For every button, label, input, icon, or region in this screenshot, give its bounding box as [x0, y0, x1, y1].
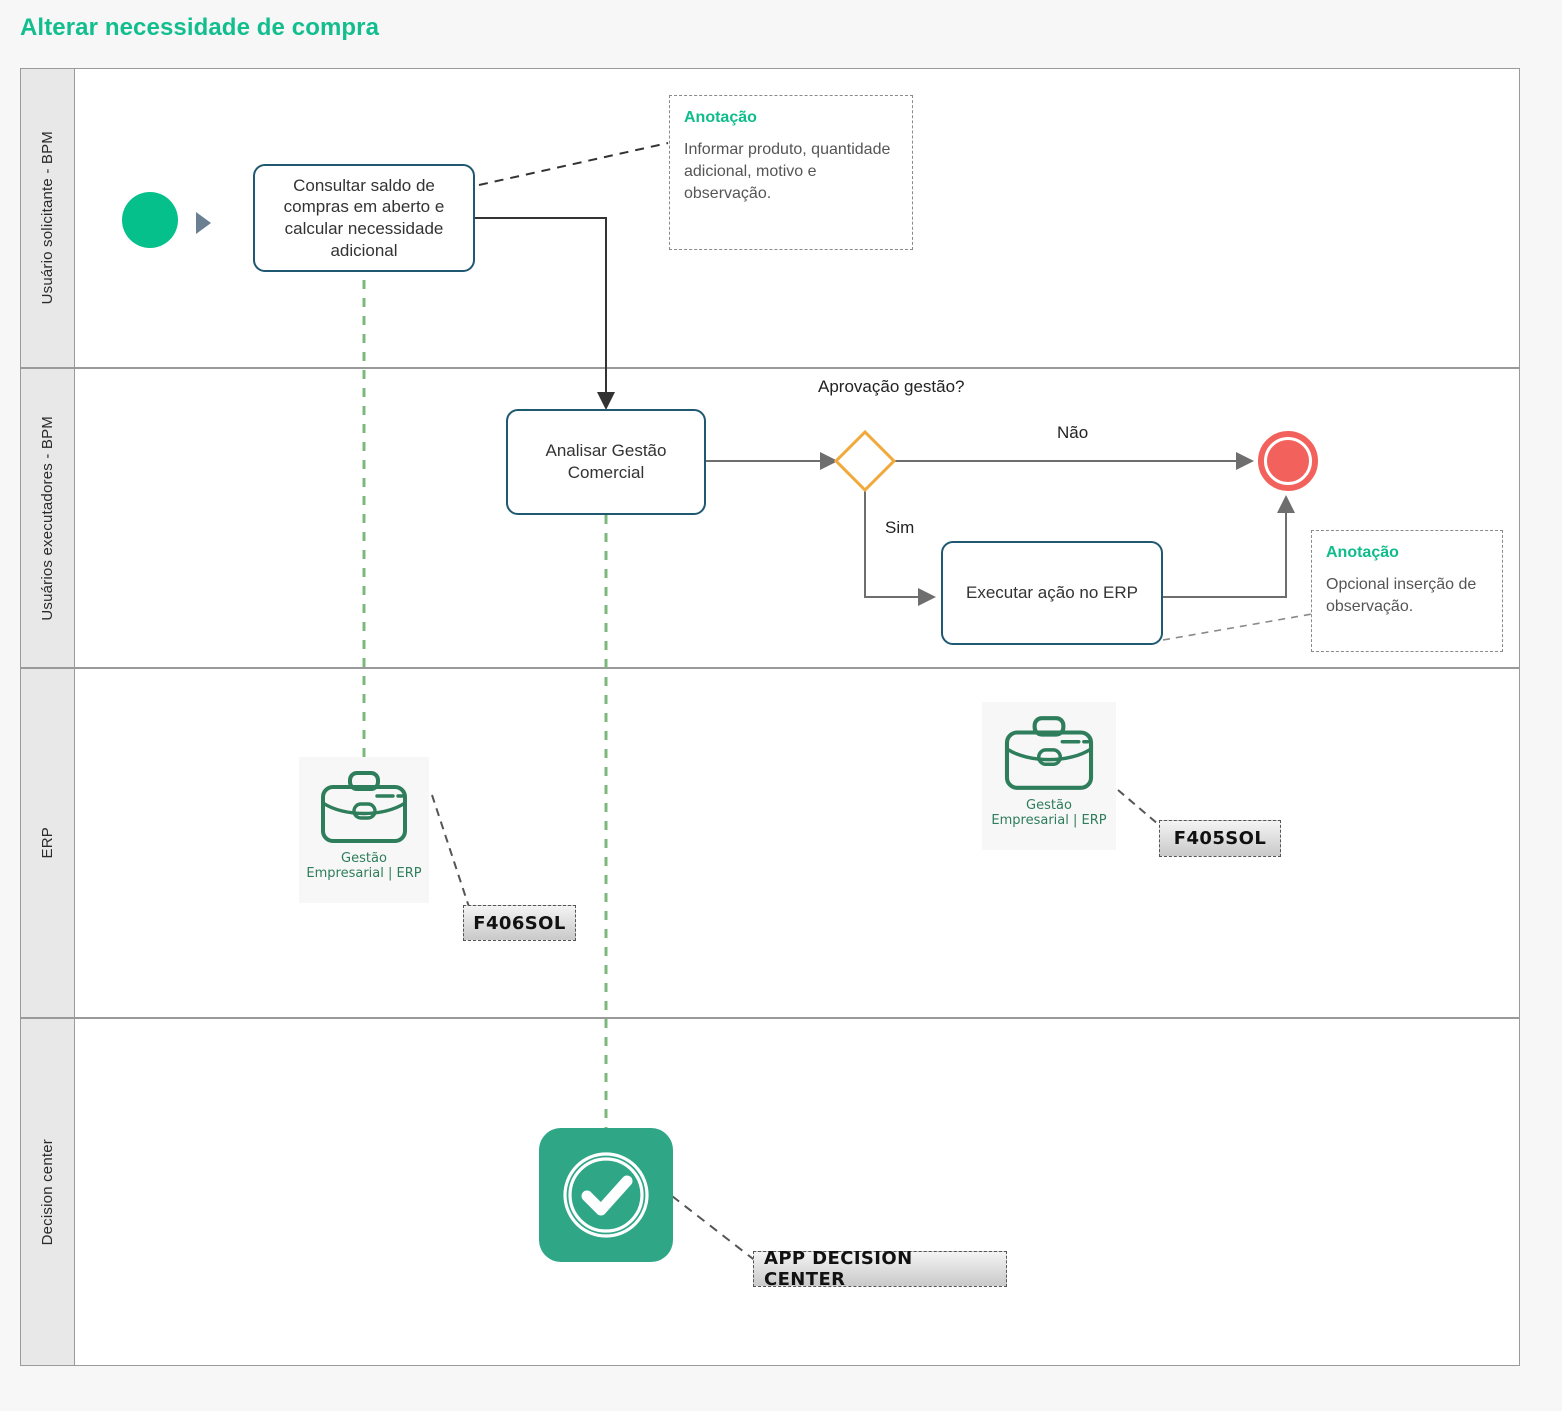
gateway-aprovacao-gestao-label: Aprovação gestão?	[818, 376, 965, 397]
annotation-consultar-text: Informar produto, quantidade adicional, …	[684, 141, 891, 202]
lane-header-decision-center: Decision center	[21, 1019, 75, 1365]
task-analisar-gestao-comercial-label: Analisar Gestão Comercial	[545, 441, 667, 482]
task-consultar-saldo[interactable]: Consultar saldo de compras em aberto e c…	[253, 164, 475, 272]
chip-f405sol[interactable]: F405SOL	[1159, 820, 1281, 857]
task-consultar-saldo-label: Consultar saldo de compras em aberto e c…	[283, 175, 445, 260]
annotation-executar-erp-text: Opcional inserção de observação.	[1326, 576, 1477, 615]
erp-caption-line2: Empresarial | ERP	[306, 866, 422, 882]
task-executar-acao-erp-label: Executar ação no ERP	[966, 583, 1138, 603]
lane-header-usuario-solicitante: Usuário solicitante - BPM	[21, 69, 75, 367]
lane-header-usuarios-executadores: Usuários executadores - BPM	[21, 369, 75, 667]
lane-header-erp: ERP	[21, 669, 75, 1017]
start-event[interactable]	[122, 192, 178, 248]
erp-caption-line1: Gestão	[1026, 798, 1072, 813]
erp-caption-line2: Empresarial | ERP	[991, 813, 1107, 829]
annotation-executar-erp-title: Anotação	[1326, 544, 1399, 561]
start-flow-arrow-icon	[196, 212, 211, 234]
annotation-consultar-title: Anotação	[684, 109, 757, 126]
lane-label-usuario-solicitante: Usuário solicitante - BPM	[39, 131, 56, 305]
chip-app-decision-center[interactable]: APP DECISION CENTER	[753, 1248, 1007, 1290]
bpmn-pool: Usuário solicitante - BPM Usuários execu…	[20, 68, 1520, 1366]
flow-label-nao: Não	[1057, 423, 1089, 442]
lane-label-decision-center: Decision center	[39, 1138, 56, 1246]
page-title: Alterar necessidade de compra	[20, 14, 380, 41]
lane-usuarios-executadores: Usuários executadores - BPM	[20, 368, 1520, 668]
annotation-consultar: Anotação Informar produto, quantidade ad…	[669, 95, 913, 250]
task-analisar-gestao-comercial[interactable]: Analisar Gestão Comercial	[506, 409, 706, 515]
end-event[interactable]	[1258, 431, 1318, 491]
chip-f406sol[interactable]: F406SOL	[463, 905, 576, 941]
lane-label-erp: ERP	[39, 827, 56, 859]
check-circle-icon	[563, 1152, 649, 1238]
erp-app-f406sol[interactable]: Gestão Empresarial | ERP	[299, 757, 429, 903]
briefcase-icon	[1004, 716, 1094, 790]
erp-app-f405sol[interactable]: Gestão Empresarial | ERP	[982, 702, 1116, 850]
lane-body-usuarios-executadores	[75, 369, 1519, 667]
erp-caption-line1: Gestão	[341, 851, 387, 866]
lane-label-usuarios-executadores: Usuários executadores - BPM	[39, 415, 56, 621]
decision-center-app-tile[interactable]	[539, 1128, 673, 1262]
annotation-executar-erp: Anotação Opcional inserção de observação…	[1311, 530, 1503, 652]
lane-body-erp	[75, 669, 1519, 1017]
flow-label-sim: Sim	[885, 518, 915, 537]
erp-app-f405sol-caption: Gestão Empresarial | ERP	[991, 798, 1106, 829]
gateway-label-text: Aprovação gestão?	[818, 377, 965, 396]
erp-app-f406sol-caption: Gestão Empresarial | ERP	[306, 851, 421, 882]
lane-body-decision-center	[75, 1019, 1519, 1365]
lane-decision-center: Decision center	[20, 1018, 1520, 1366]
task-executar-acao-erp[interactable]: Executar ação no ERP	[941, 541, 1163, 645]
briefcase-icon	[321, 771, 407, 843]
lane-erp: ERP	[20, 668, 1520, 1018]
